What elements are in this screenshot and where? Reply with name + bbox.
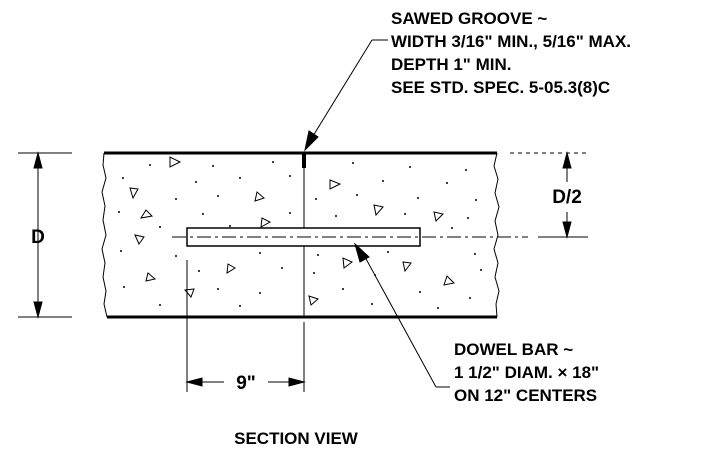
half-depth-dimension	[510, 151, 588, 239]
dowel-note-line-2: 1 1/2" DIAM. × 18"	[454, 363, 599, 382]
groove-note-line-1: SAWED GROOVE ~	[391, 9, 547, 28]
spacing-label: 9"	[236, 373, 256, 394]
concrete-aggregate-dots	[118, 161, 482, 309]
section-view-title: SECTION VIEW	[234, 429, 359, 448]
dowel-bar	[172, 227, 528, 247]
slab-right-break-edge	[493, 152, 500, 318]
concrete-aggregate-hatch	[129, 156, 456, 306]
groove-note-line-2: WIDTH 3/16" MIN., 5/16" MAX.	[391, 32, 631, 51]
dowel-note-line-1: DOWEL BAR ~	[454, 340, 573, 359]
groove-note-line-3: DEPTH 1" MIN.	[391, 55, 511, 74]
groove-note-line-4: SEE STD. SPEC. 5-05.3(8)C	[391, 78, 610, 97]
concrete-slab	[101, 151, 500, 319]
dowel-leader	[354, 242, 450, 388]
depth-label: D	[31, 227, 45, 248]
depth-dimension	[18, 151, 72, 319]
groove-leader	[304, 39, 388, 152]
spacing-dimension	[185, 260, 306, 392]
dowel-note-line-3: ON 12" CENTERS	[454, 386, 597, 405]
slab-left-break-edge	[101, 152, 108, 318]
half-depth-label: D/2	[552, 187, 582, 208]
